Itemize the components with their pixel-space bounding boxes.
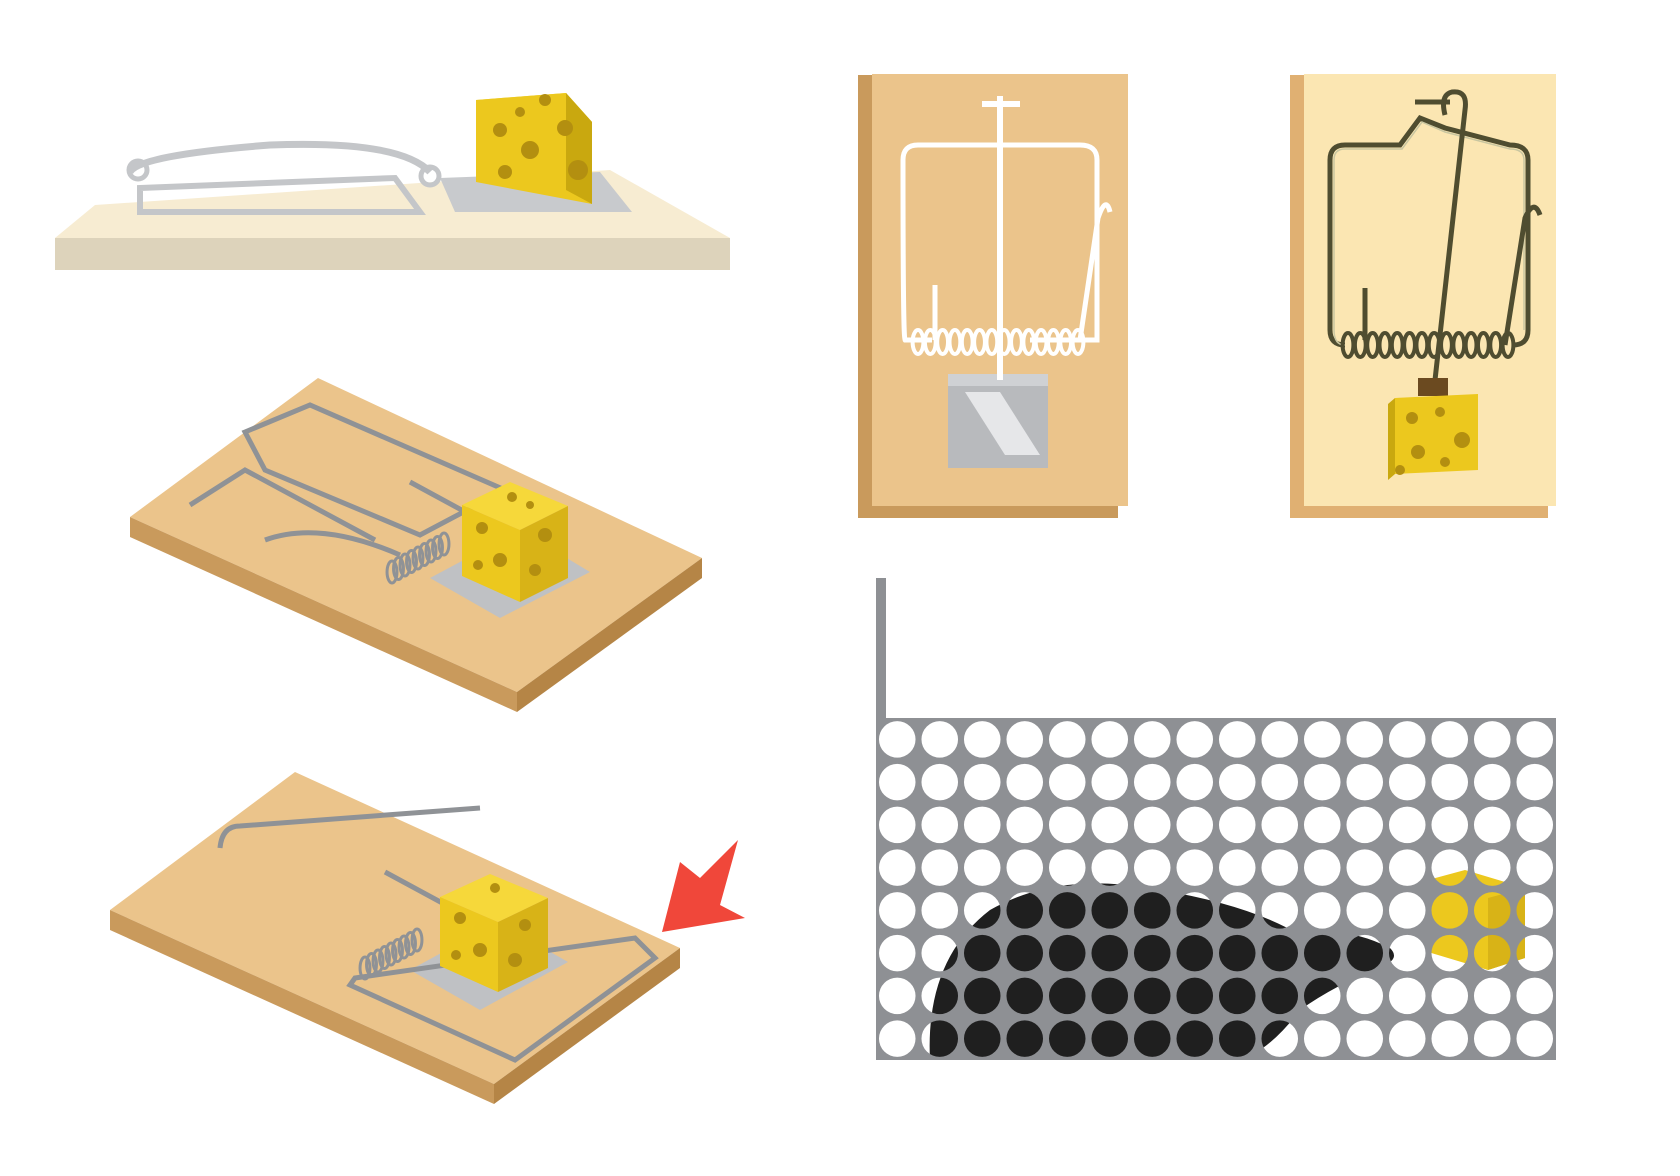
cheese-trap-hook-wire — [1502, 204, 1543, 346]
spring-coil — [405, 549, 418, 574]
side-trap-spring-end-right — [418, 164, 442, 188]
sprung-trap-board-front — [110, 910, 494, 1104]
spring-coil — [398, 552, 412, 578]
set-trap-catch-wire — [264, 530, 402, 558]
metal-trap-board-bottom — [858, 505, 1118, 518]
cage-trap-with-mouse — [876, 578, 1556, 1060]
side-trap-bow-wire — [126, 140, 433, 175]
cheese-trap-cheese-cube — [1388, 394, 1478, 480]
side-view-mousetrap — [55, 93, 730, 270]
metal-trap-plate-shine — [965, 392, 1040, 455]
metal-trap-board-shadow — [858, 75, 873, 518]
side-trap-cheese-wedge — [476, 93, 592, 204]
set-trap-spring — [385, 531, 451, 585]
cheese-trap-board-shadow — [1290, 75, 1305, 518]
cheese-trap-frame-wire — [1327, 114, 1531, 348]
cheese-trap-frame-wire-inner — [1333, 121, 1525, 346]
spring-coil — [437, 531, 451, 557]
sprung-trap-board-side — [494, 948, 680, 1104]
spring-coil — [385, 559, 399, 585]
sprung-trap-hold-bar — [217, 805, 481, 849]
sprung-trap-wire-frame — [346, 935, 659, 1063]
spring-coil — [1070, 328, 1086, 356]
snap-arrow-icon — [662, 840, 745, 932]
spring-coil — [418, 542, 431, 567]
cheese-trap-catch-bar — [1415, 89, 1468, 381]
spring-coil — [431, 535, 444, 560]
spring-coil — [397, 934, 411, 960]
sprung-trap-spring — [358, 927, 424, 981]
spring-coil — [378, 945, 391, 970]
set-trap-cheese-cube — [462, 482, 568, 602]
metal-trap-spring — [910, 328, 1086, 356]
cheese-trap-spring — [1340, 331, 1516, 359]
set-trap-board-front — [130, 517, 517, 712]
spring-coil — [384, 941, 398, 967]
cheese-trap-bait-holder — [1418, 378, 1448, 396]
side-trap-wire-frame — [137, 174, 426, 215]
spring-coil — [392, 556, 405, 581]
spring-coil — [404, 931, 417, 956]
cheese-trap-board-bottom — [1290, 505, 1548, 518]
top-view-mousetrap-metal-bait — [858, 74, 1128, 518]
isometric-set-mousetrap — [130, 378, 702, 712]
side-trap-board-front — [55, 238, 730, 270]
sprung-trap-board-top — [110, 772, 680, 1084]
top-view-mousetrap-cheese-bait — [1290, 74, 1556, 518]
cage-door-rod — [876, 578, 886, 718]
spring-coil — [358, 955, 372, 981]
spring-coil — [391, 938, 404, 963]
set-trap-hold-bar — [188, 467, 377, 543]
side-trap-spring-end — [126, 158, 150, 182]
spring-coil — [411, 545, 425, 571]
metal-trap-hook-wire — [1077, 202, 1113, 341]
sprung-trap-cheese-cube — [440, 874, 548, 992]
spring-coil — [365, 952, 378, 977]
spring-coil — [1500, 331, 1516, 359]
isometric-sprung-mousetrap — [110, 772, 745, 1104]
cage-grate — [876, 718, 1556, 1060]
spring-coil — [424, 538, 438, 564]
set-trap-board-side — [517, 558, 702, 712]
metal-trap-frame-wire — [900, 142, 1100, 343]
spring-coil — [410, 927, 424, 953]
spring-coil — [371, 948, 385, 974]
